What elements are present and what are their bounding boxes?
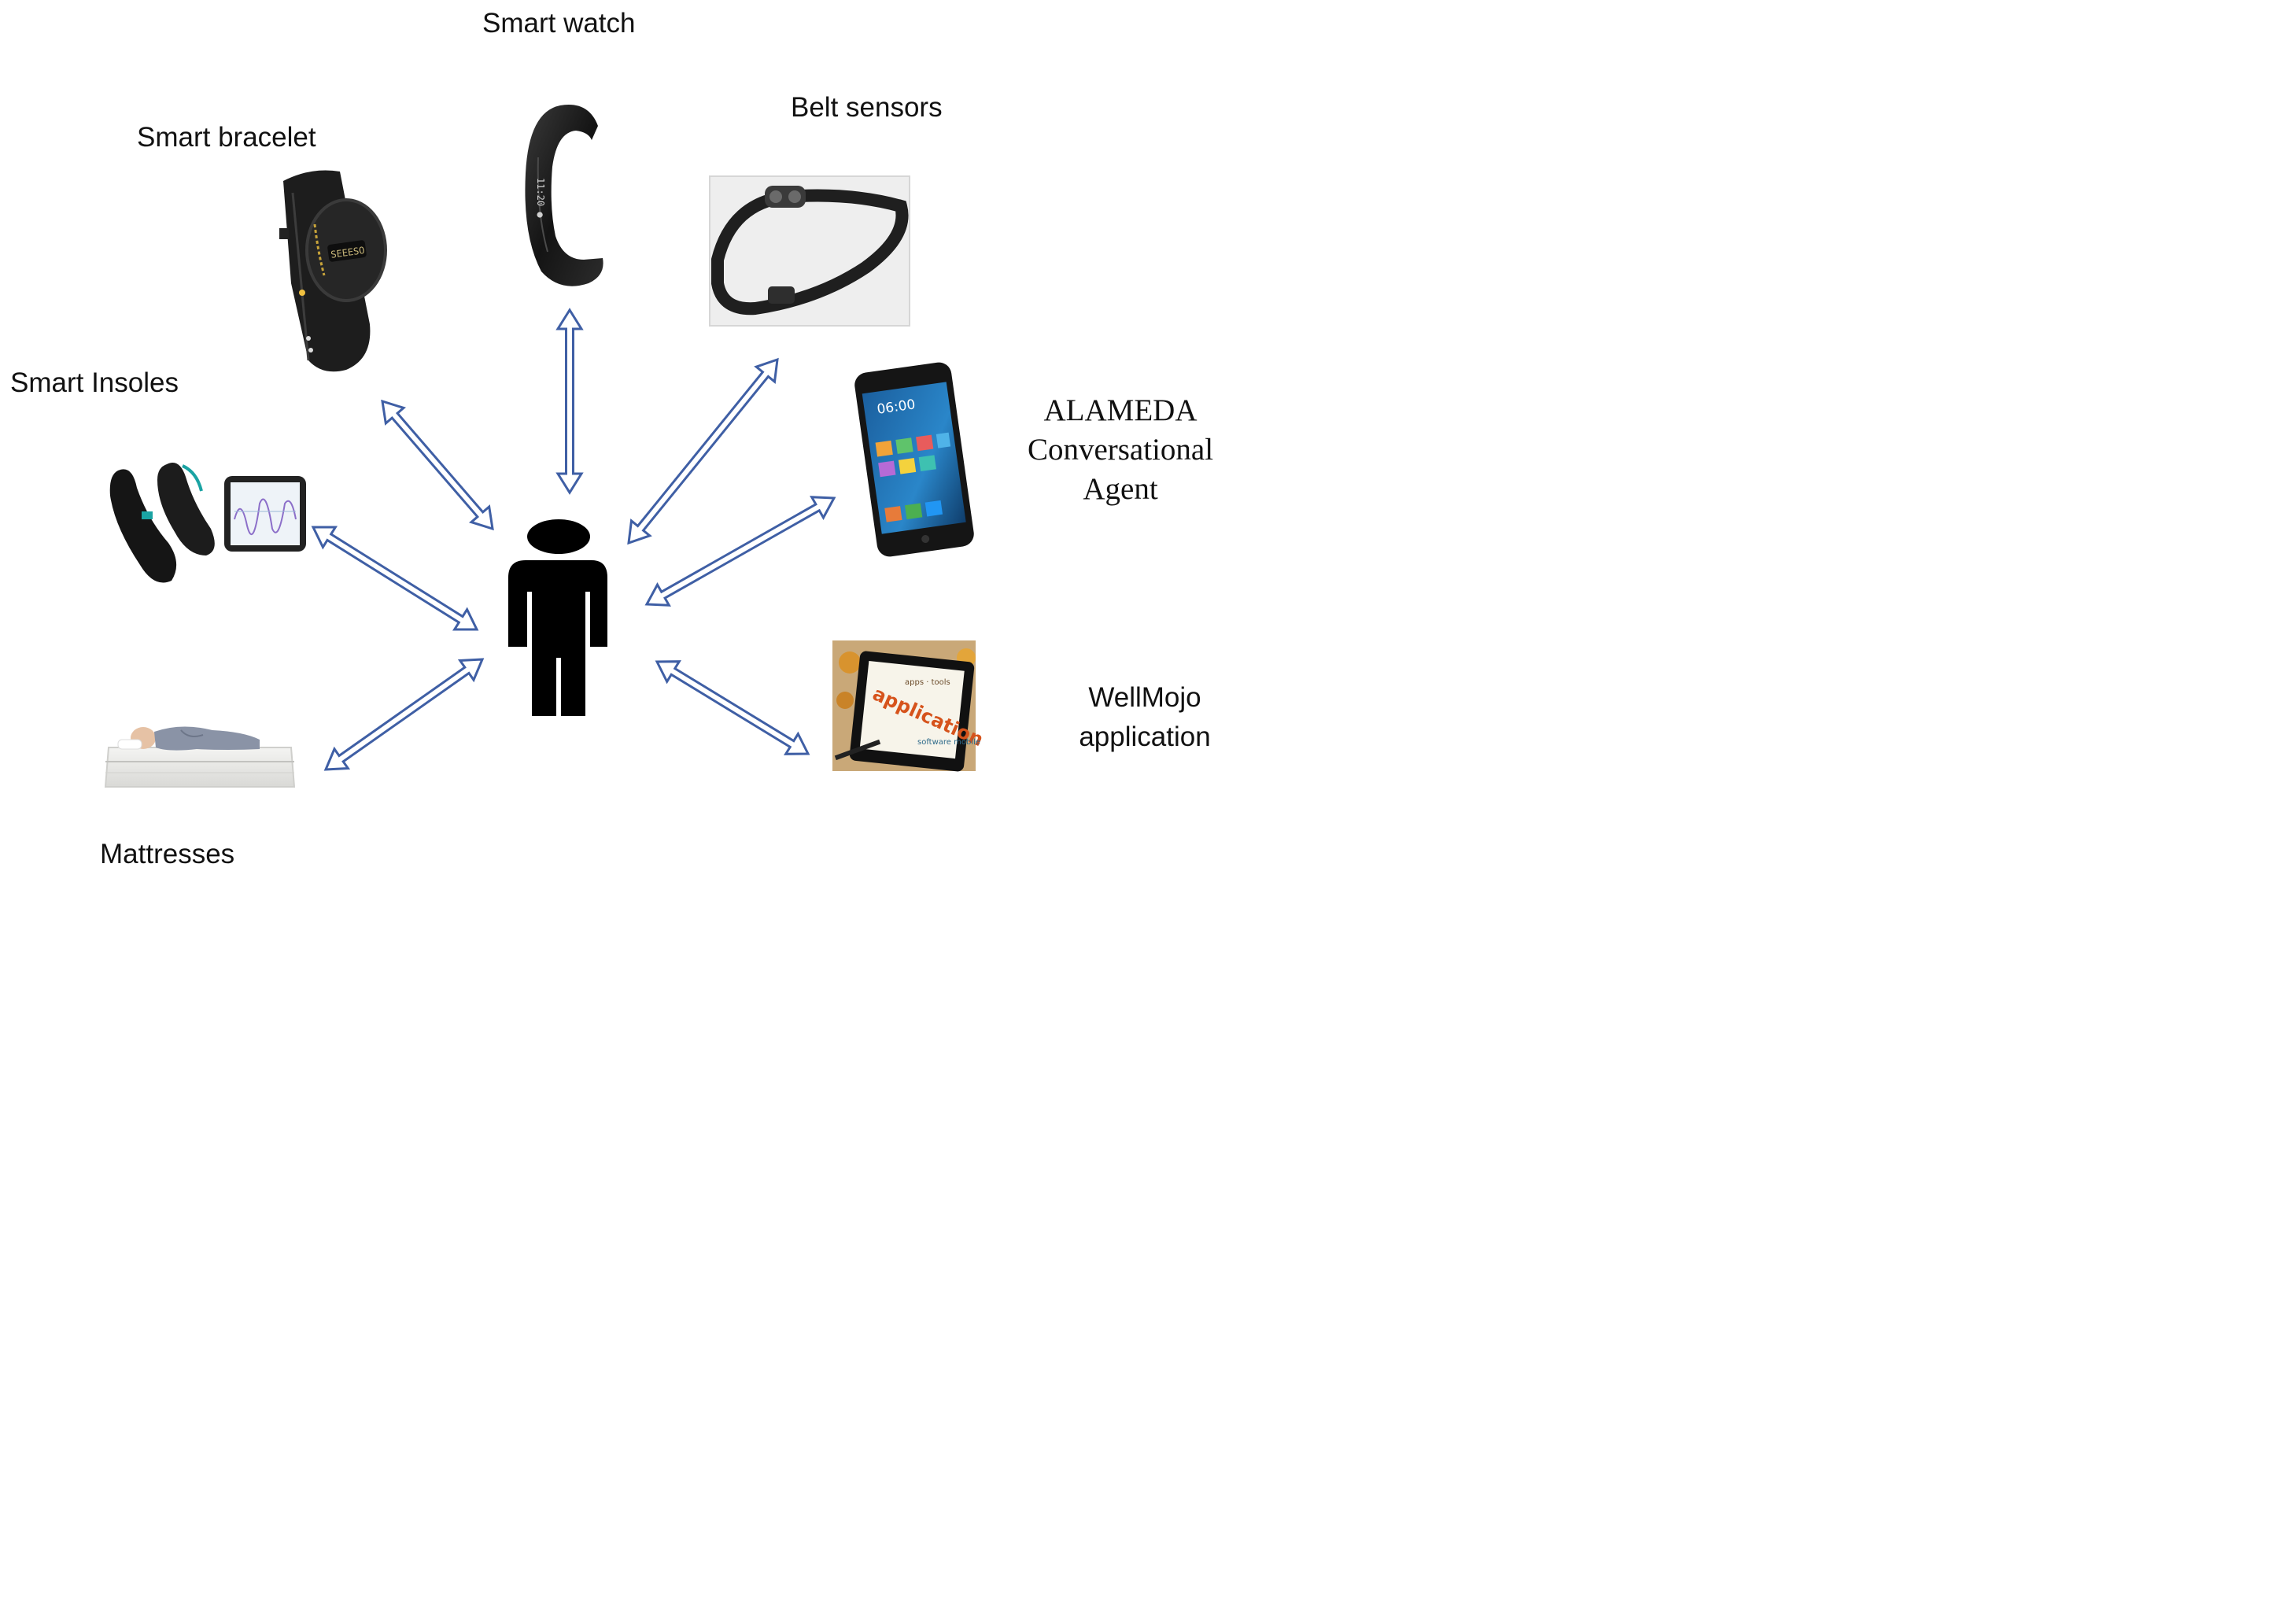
diagram-canvas: Smart watch Belt sensors Smart bracelet … xyxy=(0,0,1234,883)
smart-bracelet-icon: SEEESO xyxy=(279,170,387,372)
alameda-agent-label-line: Conversational xyxy=(1027,433,1214,467)
smart-watch-label: Smart watch xyxy=(482,8,636,39)
arrow-belt-sensors xyxy=(627,357,779,545)
svg-text:11:20 ●: 11:20 ● xyxy=(535,178,546,218)
wellmojo-label: WellMojo application xyxy=(1062,678,1227,757)
arrow-smart-watch xyxy=(555,308,584,495)
arrow-wellmojo xyxy=(655,660,810,755)
smart-bracelet-label: Smart bracelet xyxy=(137,122,316,153)
arrow-mattresses xyxy=(323,658,485,771)
arrow-group xyxy=(311,308,836,771)
svg-text:SEEESO: SEEESO xyxy=(330,245,366,260)
wellmojo-label-line: WellMojo xyxy=(1088,682,1201,713)
arrow-smart-insoles xyxy=(311,526,479,631)
arrow-smart-bracelet xyxy=(381,399,494,531)
svg-text:software mobile: software mobile xyxy=(917,738,980,747)
smart-insoles-icon xyxy=(109,463,306,583)
smartphone-icon: 06:00 xyxy=(854,362,974,557)
alameda-agent-label-line: Agent xyxy=(1083,472,1158,506)
person-icon xyxy=(508,519,607,716)
alameda-agent-label: ALAMEDA Conversational Agent xyxy=(1013,391,1227,509)
smart-watch-icon: 11:20 ● xyxy=(525,105,603,286)
mattresses-label: Mattresses xyxy=(100,839,235,869)
wellmojo-label-line: application xyxy=(1079,722,1211,752)
belt-sensors-label: Belt sensors xyxy=(791,92,943,123)
mattress-icon xyxy=(104,726,296,788)
belt-sensor-icon xyxy=(709,175,910,327)
alameda-agent-label-line: ALAMEDA xyxy=(1043,393,1198,427)
svg-text:apps · tools: apps · tools xyxy=(905,678,950,687)
arrow-alameda-agent xyxy=(644,496,836,607)
tablet-icon: application apps · tools software mobile xyxy=(832,640,987,772)
diagram-graphics: SEEESO 11:20 ● 06:00 xyxy=(104,105,987,788)
smart-insoles-label: Smart Insoles xyxy=(10,367,179,398)
